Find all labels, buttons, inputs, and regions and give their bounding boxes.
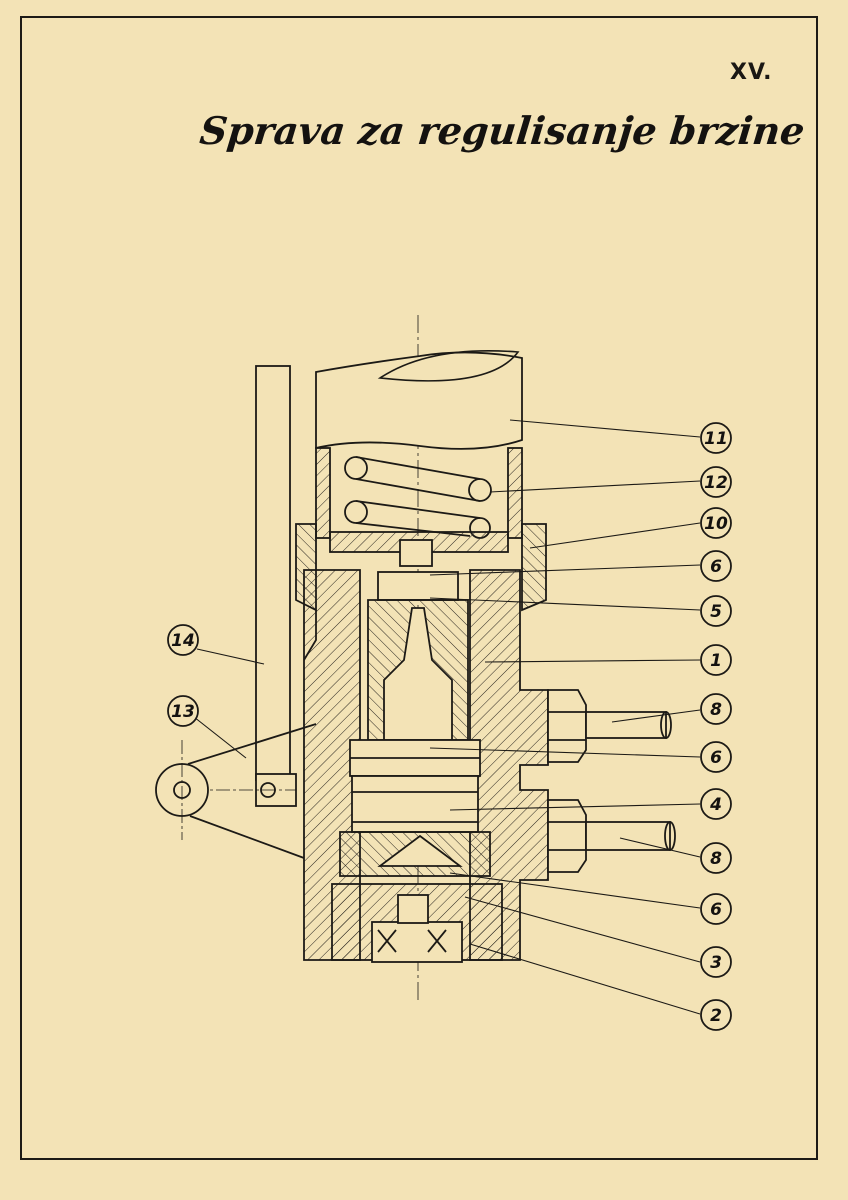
callout-label: 10 bbox=[704, 514, 728, 534]
callout-label: 6 bbox=[710, 748, 722, 768]
lever-rod bbox=[255, 365, 291, 781]
callout-8: 8 bbox=[700, 842, 732, 874]
piston-top bbox=[377, 571, 459, 601]
callout-circle bbox=[700, 788, 732, 820]
callout-3: 3 bbox=[700, 946, 732, 978]
callout-circle bbox=[700, 946, 732, 978]
leader-lines bbox=[193, 419, 701, 1015]
callout-circle bbox=[700, 999, 732, 1031]
callout-label: 11 bbox=[704, 429, 728, 449]
callout-circle bbox=[700, 595, 732, 627]
callout-circle bbox=[700, 741, 732, 773]
callout-5: 5 bbox=[700, 595, 732, 627]
spring-housing-right bbox=[507, 447, 523, 539]
valve-cone bbox=[377, 834, 463, 867]
callout-1: 1 bbox=[700, 644, 732, 676]
callout-circle bbox=[700, 507, 732, 539]
callout-13: 13 bbox=[167, 695, 199, 727]
plug-stud bbox=[397, 894, 429, 924]
callout-14: 14 bbox=[167, 624, 199, 656]
arm-top bbox=[187, 723, 317, 765]
callout-10: 10 bbox=[700, 507, 732, 539]
callout-label: 13 bbox=[171, 702, 195, 722]
callout-2: 2 bbox=[700, 999, 732, 1031]
callout-label: 1 bbox=[710, 651, 722, 671]
callout-12: 12 bbox=[700, 466, 732, 498]
callout-circle bbox=[167, 695, 199, 727]
sheet-border bbox=[20, 16, 818, 1160]
callout-label: 6 bbox=[710, 557, 722, 577]
lower-pipe bbox=[585, 821, 671, 851]
cap-nut-right bbox=[521, 523, 547, 612]
spring-housing-left bbox=[315, 447, 331, 539]
shaft-end bbox=[377, 349, 520, 382]
callout-label: 5 bbox=[710, 602, 722, 622]
callout-6: 6 bbox=[700, 893, 732, 925]
body-neck bbox=[303, 610, 317, 661]
sheet-number: XV. bbox=[730, 60, 773, 85]
callout-label: 8 bbox=[710, 700, 722, 720]
arm-bottom bbox=[189, 815, 305, 859]
callout-label: 12 bbox=[704, 473, 728, 493]
callout-circle bbox=[700, 693, 732, 725]
shaft bbox=[315, 351, 523, 450]
callout-circle bbox=[700, 422, 732, 454]
upper-nut bbox=[547, 689, 587, 763]
callout-circle bbox=[700, 644, 732, 676]
callout-label: 3 bbox=[710, 953, 722, 973]
callout-circle bbox=[700, 466, 732, 498]
callout-circle bbox=[700, 842, 732, 874]
callout-label: 8 bbox=[710, 849, 722, 869]
callout-group: 11 12 10 6 5 1 8 6 4 8 6 3 2 14 13 bbox=[167, 422, 732, 1031]
callout-8: 8 bbox=[700, 693, 732, 725]
callout-6: 6 bbox=[700, 741, 732, 773]
lower-piston bbox=[351, 775, 479, 833]
callout-circle bbox=[167, 624, 199, 656]
callout-label: 2 bbox=[710, 1006, 722, 1026]
callout-4: 4 bbox=[700, 788, 732, 820]
callout-label: 14 bbox=[171, 631, 195, 651]
callout-label: 4 bbox=[709, 795, 722, 815]
lower-nut bbox=[547, 799, 587, 873]
callout-circle bbox=[700, 550, 732, 582]
callout-label: 6 bbox=[710, 900, 722, 920]
callout-11: 11 bbox=[700, 422, 732, 454]
spring-plate-stud bbox=[399, 539, 433, 567]
callout-circle bbox=[700, 893, 732, 925]
callout-6: 6 bbox=[700, 550, 732, 582]
